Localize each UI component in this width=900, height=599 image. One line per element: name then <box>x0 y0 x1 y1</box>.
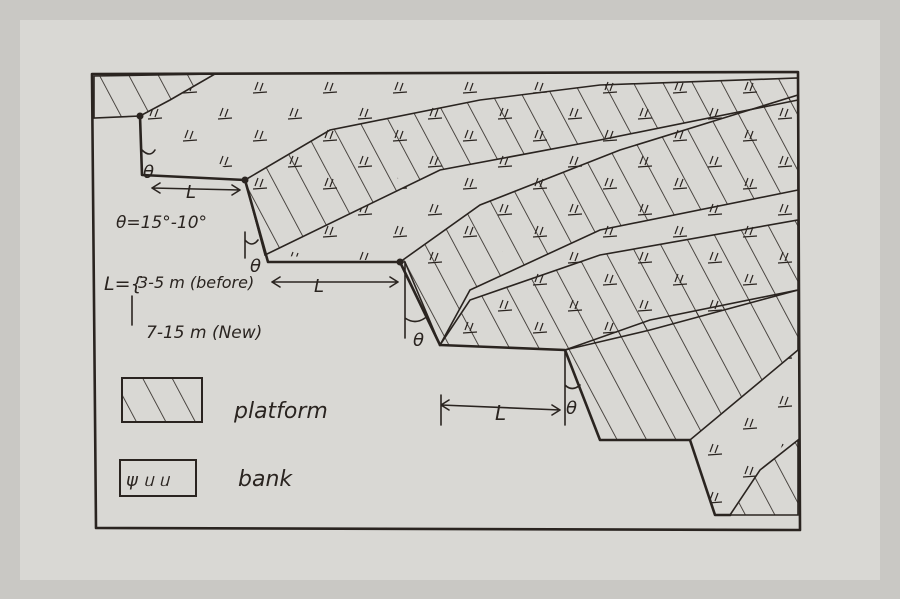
theta-label-3: θ <box>413 330 424 351</box>
diagram-frame <box>90 70 802 532</box>
legend-bank-symbols: ψ ᥙ ᥙ <box>126 470 171 491</box>
theta-label-2: θ <box>250 256 261 277</box>
dimension-arrow-3 <box>440 394 561 426</box>
dimension-arrow-1 <box>151 182 241 196</box>
vertex-2 <box>241 176 249 184</box>
legend-bank-swatch <box>119 459 197 497</box>
theta-label-1: θ <box>143 162 154 183</box>
theta-arc-4 <box>564 349 581 426</box>
theta-range-text: θ=15°-10° <box>116 213 207 233</box>
theta-arc-1 <box>141 149 156 155</box>
vertex-1 <box>136 112 144 120</box>
dimension-arrow-2 <box>271 276 399 288</box>
terrace-profile <box>138 114 732 517</box>
length-label-2: L <box>314 276 324 297</box>
length-label-1: L <box>186 182 196 203</box>
theta-arc-3 <box>404 261 426 339</box>
length-new-text: 7-15 m (New) <box>146 323 262 343</box>
legend-platform-swatch <box>121 377 203 423</box>
bank-band-5 <box>690 350 798 515</box>
length-label-3: L <box>495 401 506 425</box>
length-before-text: 3-5 m (before) <box>138 273 254 292</box>
length-eq-text: L={ <box>104 273 143 295</box>
vertex-3 <box>396 258 404 266</box>
platform-band-5 <box>728 438 799 516</box>
theta-arc-2 <box>244 231 259 259</box>
legend-bank-label: bank <box>238 467 293 492</box>
theta-label-4: θ <box>566 398 577 419</box>
legend-platform-label: platform <box>233 399 328 424</box>
